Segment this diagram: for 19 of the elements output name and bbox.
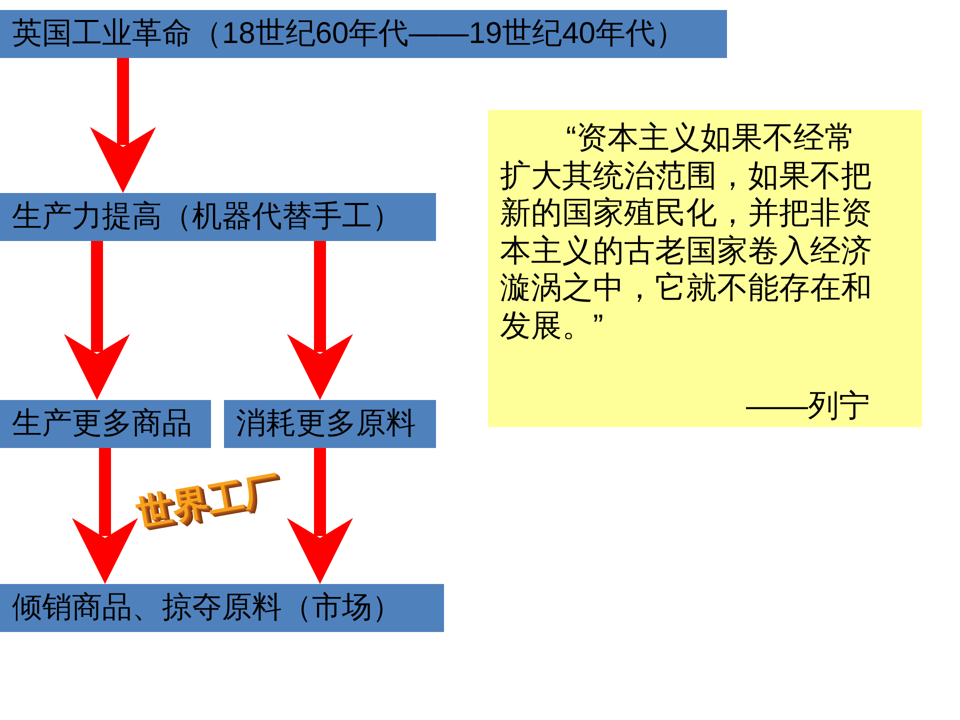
step-label: 生产更多商品 [12,407,192,441]
process-box [0,10,727,58]
step-label: 英国工业革命（18世纪60年代——19世纪40年代） [12,17,686,51]
arrow [287,241,353,400]
quote-box [488,110,922,427]
quote-text: “资本主义如果不经常扩大其统治范围，如果不把新的国家殖民化，并把非资本主义的古老国家卷入经济漩涡之中，它就不能存在和发展。” [500,119,873,344]
arrow [64,241,130,400]
process-box [0,584,444,632]
process-box [0,400,211,448]
arrow [72,448,138,584]
process-box [0,193,436,241]
step-label: 消耗更多原料 [236,407,416,441]
wordart-label: 世界工厂 [133,468,283,534]
step-label: 生产力提高（机器代替手工） [12,200,402,234]
quote-attribution: ——列宁 [746,387,870,424]
step-label: 倾销商品、掠夺原料（市场） [12,591,402,625]
arrow [287,448,353,584]
arrow [90,58,156,193]
process-box [224,400,436,448]
